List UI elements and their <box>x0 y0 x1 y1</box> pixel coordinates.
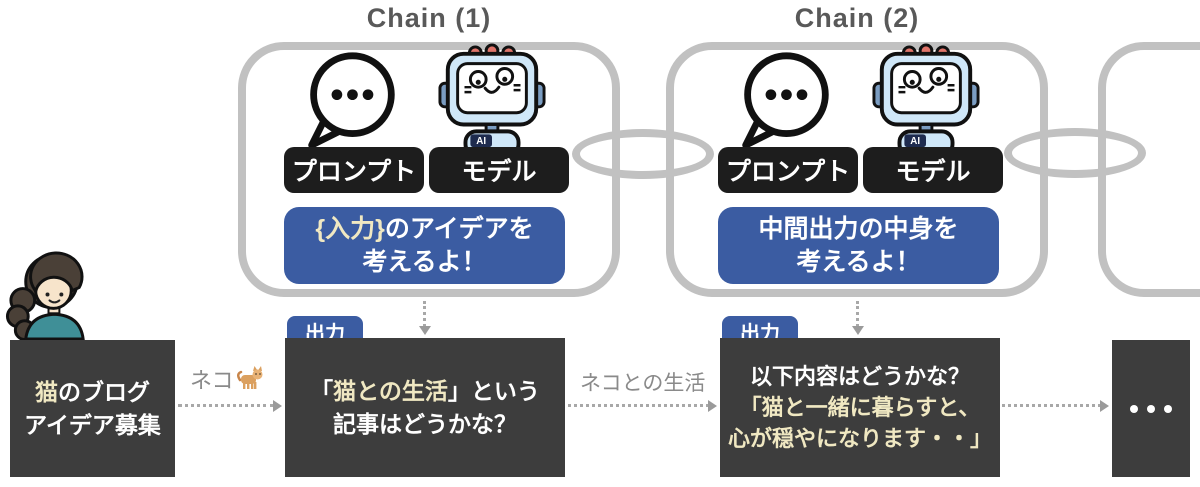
flow-arrow-2 <box>568 400 717 412</box>
chain1-speech-line2: 考えるよ！ <box>362 247 487 276</box>
chain2-speech-line1: 中間出力の中身を <box>758 215 959 243</box>
chain2-model-tag: モデル <box>863 147 1003 193</box>
chain2-output-arrow <box>852 301 864 335</box>
chain1-prompt-tag: プロンプト <box>284 147 424 193</box>
chain2-title: Chain (2) <box>794 3 920 33</box>
robot-ai-badge: AI <box>476 136 486 147</box>
chain2-output-line1: 以下内容はどうかな？ <box>749 363 970 389</box>
user-request-box: 猫のブログ アイデア募集 <box>10 340 175 477</box>
flow-arrow-1 <box>178 400 282 412</box>
chain1-output-arrow <box>419 301 431 335</box>
robot-ai-badge: AI <box>910 136 920 147</box>
chain2-speech-line2: 考えるよ！ <box>796 247 921 276</box>
robot-icon: AI <box>438 43 546 152</box>
chain1-output-line1: 「猫との生活」という <box>310 377 540 404</box>
user-icon <box>5 251 85 340</box>
flow-arrow-1-label: ネコ <box>190 363 264 395</box>
user-request-line1: 猫のブログ <box>35 378 150 405</box>
cat-icon <box>236 366 263 389</box>
robot-icon: AI <box>872 43 980 152</box>
continuation-box <box>1112 340 1190 477</box>
flow-arrow-3 <box>1002 400 1109 412</box>
speech-bubble-icon <box>308 52 395 149</box>
chain1-model-tag: モデル <box>429 147 569 193</box>
chain-link-ellipse-2 <box>1004 128 1146 178</box>
chain2-prompt-tag: プロンプト <box>718 147 858 193</box>
ellipsis-dots <box>1112 340 1190 477</box>
chain1-title: Chain (1) <box>366 3 492 33</box>
chain2-output-box: 以下内容はどうかな？ 「猫と一緒に暮らすと、 心が穏やになります・・」 <box>720 338 1000 477</box>
flow-arrow-2-label: ネコとの生活 <box>580 372 706 395</box>
chain2-output-line3: 心が穏やになります・・」 <box>727 426 992 452</box>
chain1-output-line2: 記事はどうかな？ <box>333 410 517 437</box>
chain-link-ellipse-1 <box>572 129 714 179</box>
chain2-speech-box: 中間出力の中身を 考えるよ！ <box>718 207 999 284</box>
chain1-speech-line1: {入力}のアイデアを <box>315 215 534 243</box>
user-request-line2: アイデア募集 <box>24 411 161 438</box>
speech-bubble-icon <box>742 52 829 149</box>
chain1-speech-box: {入力}のアイデアを 考えるよ！ <box>284 207 565 284</box>
chain1-output-box: 「猫との生活」という 記事はどうかな？ <box>285 338 565 477</box>
chain2-output-line2: 「猫と一緒に暮らすと、 <box>739 394 981 420</box>
